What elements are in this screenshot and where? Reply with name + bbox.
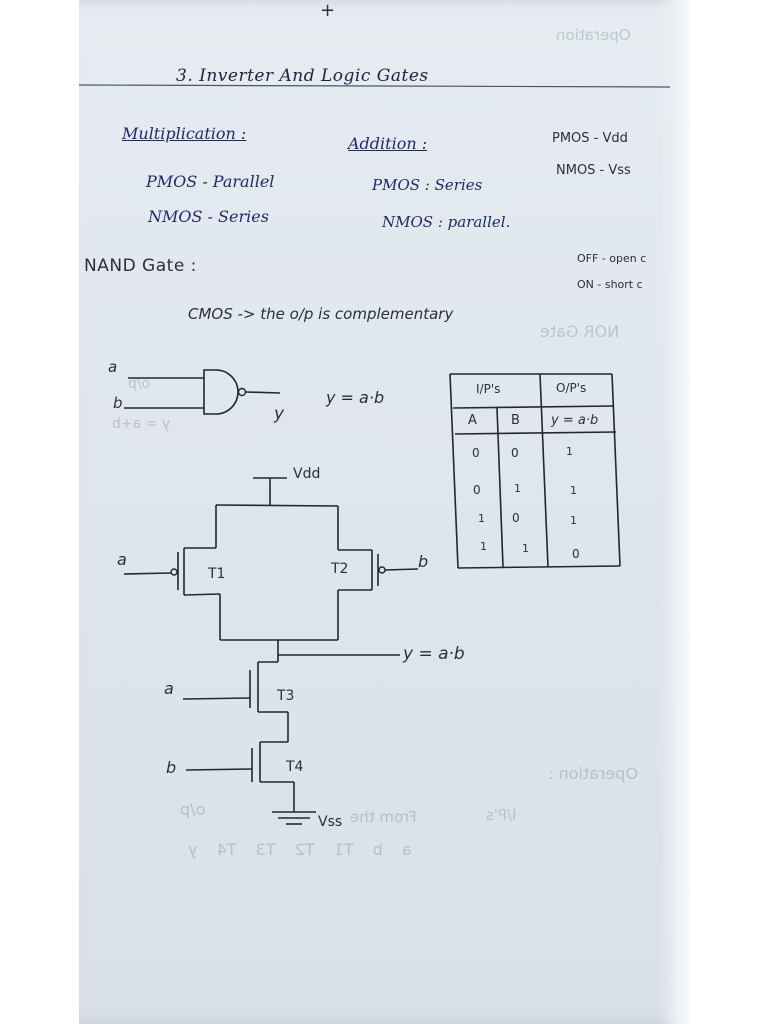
cmos-note: CMOS -> the o/p is complementary — [188, 305, 454, 323]
t1-label: T1 — [208, 566, 226, 582]
t4-label: T4 — [286, 759, 304, 775]
gate-equation: y = a·b — [326, 388, 385, 407]
tt-row3-a: 1 — [478, 512, 485, 525]
supply-note-nmos: NMOS - Vss — [556, 163, 631, 178]
gate-input-a-label: a — [108, 358, 118, 376]
tt-row1-b: 0 — [511, 446, 519, 460]
truth-table-grid — [449, 373, 621, 569]
tt-row3-y: 1 — [570, 514, 577, 527]
circuit-output-equation: y = a·b — [403, 644, 465, 664]
tt-col-y: y = a·b — [551, 413, 599, 428]
multiplication-heading: Multiplication : — [122, 124, 247, 143]
tt-header-inputs: I/P's — [476, 382, 501, 396]
tt-row4-a: 1 — [480, 540, 487, 553]
pmos-input-b-label: b — [418, 552, 429, 571]
gate-output-line — [245, 391, 281, 394]
tt-row2-y: 1 — [570, 484, 577, 497]
tt-col-b: B — [511, 413, 520, 428]
gate-input-b-label: b — [113, 394, 123, 412]
tt-row1-y: 1 — [566, 445, 573, 458]
nmos-input-a-label: a — [164, 679, 174, 698]
addition-heading: Addition : — [348, 134, 428, 153]
pmos-input-a-label: a — [117, 550, 127, 569]
t3-label: T3 — [277, 688, 295, 704]
multiplication-pmos: PMOS - Parallel — [146, 172, 275, 191]
switch-note-on: ON - short c — [577, 278, 643, 291]
margin-mark: + — [320, 0, 336, 21]
vss-label: Vss — [318, 814, 343, 830]
multiplication-nmos: NMOS - Series — [148, 207, 269, 226]
gate-output-label: y — [274, 404, 285, 424]
vdd-label: Vdd — [293, 466, 321, 482]
tt-row4-b: 1 — [522, 542, 529, 555]
tt-row3-b: 0 — [512, 511, 520, 525]
tt-row1-a: 0 — [472, 446, 480, 460]
tt-col-a: A — [468, 413, 477, 428]
tt-row2-a: 0 — [473, 483, 481, 497]
tt-row2-b: 1 — [514, 482, 521, 495]
addition-pmos: PMOS : Series — [372, 176, 483, 194]
section-title: NAND Gate : — [84, 256, 197, 276]
nand-gate-body — [203, 369, 239, 415]
tt-header-output: O/P's — [556, 381, 587, 395]
supply-note-pmos: PMOS - Vdd — [552, 131, 628, 146]
chapter-title: 3. Inverter And Logic Gates — [176, 66, 429, 86]
notebook-page — [79, 0, 690, 1024]
tt-row4-y: 0 — [572, 547, 580, 561]
page-edge — [660, 0, 690, 1024]
background-right — [690, 0, 768, 1024]
addition-nmos: NMOS : parallel. — [382, 213, 511, 231]
switch-note-off: OFF - open c — [577, 252, 647, 265]
t2-label: T2 — [331, 561, 349, 577]
nmos-input-b-label: b — [166, 758, 177, 777]
background-left — [0, 0, 79, 1024]
cmos-circuit — [123, 477, 419, 825]
nand-gate-bubble — [237, 387, 247, 397]
